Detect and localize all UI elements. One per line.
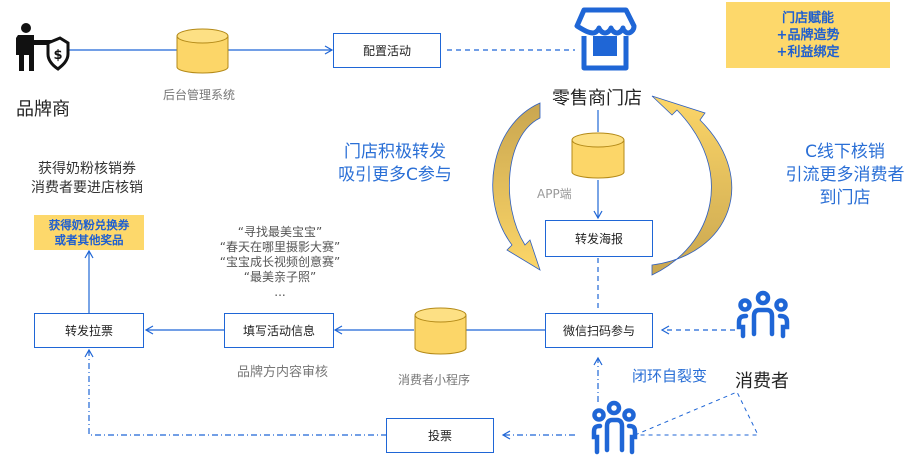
activity-example: “最美亲子照” (243, 270, 317, 284)
db-backend (176, 28, 229, 74)
brand-label: 品牌商 (16, 99, 70, 120)
coupon-line-1: 获得奶粉核销券 (38, 161, 136, 177)
store-forward-line-2: 吸引更多C参与 (338, 165, 452, 185)
store-empower-line-3: +利益绑定 (776, 44, 840, 60)
reward-line-2: 或者其他奖品 (54, 232, 124, 247)
backend-db-label: 后台管理系统 (163, 88, 236, 102)
forward-vote-box[interactable]: 转发拉票 (34, 313, 144, 348)
svg-text:$: $ (53, 48, 62, 63)
activity-example: “宝宝成长视频创意赛” (219, 255, 341, 269)
coupon-line-2: 消费者要进店核销 (31, 180, 143, 196)
reward-line-1: 获得奶粉兑换券 (48, 217, 130, 232)
activity-example: “寻找最美宝宝” (237, 225, 323, 239)
offline-redeem-note: C线下核销 引流更多消费者 到门店 (775, 141, 915, 210)
fill-activity-info-box[interactable]: 填写活动信息 (224, 313, 334, 348)
people-group-icon-bottom (591, 400, 638, 455)
store-label: 零售商门店 (552, 88, 642, 109)
store-forward-line-1: 门店积极转发 (344, 142, 446, 162)
store-empower-line-1: 门店赋能 (781, 10, 834, 26)
people-group-icon (736, 290, 790, 339)
closed-loop-triangle (634, 391, 759, 436)
activity-example: ... (274, 285, 286, 299)
curved-arrow-store-forward (492, 102, 541, 271)
activity-examples: “寻找最美宝宝” “春天在哪里摄影大赛” “宝宝成长视频创意赛” “最美亲子照”… (200, 225, 360, 300)
brand-review-label: 品牌方内容审核 (237, 365, 329, 380)
wechat-scan-box[interactable]: 微信扫码参与 (545, 313, 653, 348)
connector-vote-forward (84, 348, 387, 436)
offline-redeem-line-3: 到门店 (819, 188, 871, 208)
coupon-note: 获得奶粉核销券 消费者要进店核销 (22, 160, 152, 198)
businessman-shield-icon: $ (16, 23, 70, 71)
share-poster-box[interactable]: 转发海报 (545, 220, 653, 257)
db-miniprogram (414, 307, 467, 355)
miniprogram-db-label: 消费者小程序 (398, 373, 471, 387)
vote-box[interactable]: 投票 (386, 418, 494, 453)
consumer-label: 消费者 (735, 371, 789, 392)
storefront-icon (574, 7, 637, 71)
curved-arrow-consumer-store (651, 95, 733, 276)
offline-redeem-line-1: C线下核销 (805, 142, 885, 162)
db-app (571, 132, 625, 179)
store-forward-note: 门店积极转发 吸引更多C参与 (330, 141, 460, 187)
app-db-label: APP端 (537, 187, 572, 201)
activity-example: “春天在哪里摄影大赛” (219, 240, 341, 254)
offline-redeem-line-2: 引流更多消费者 (785, 165, 905, 185)
closed-loop-label: 闭环自裂变 (632, 367, 708, 385)
store-empower-note: 门店赋能 +品牌造势 +利益绑定 (726, 2, 890, 68)
configure-activity-box[interactable]: 配置活动 (333, 33, 441, 68)
store-empower-line-2: +品牌造势 (776, 27, 840, 43)
reward-note: 获得奶粉兑换券 或者其他奖品 (34, 215, 144, 250)
